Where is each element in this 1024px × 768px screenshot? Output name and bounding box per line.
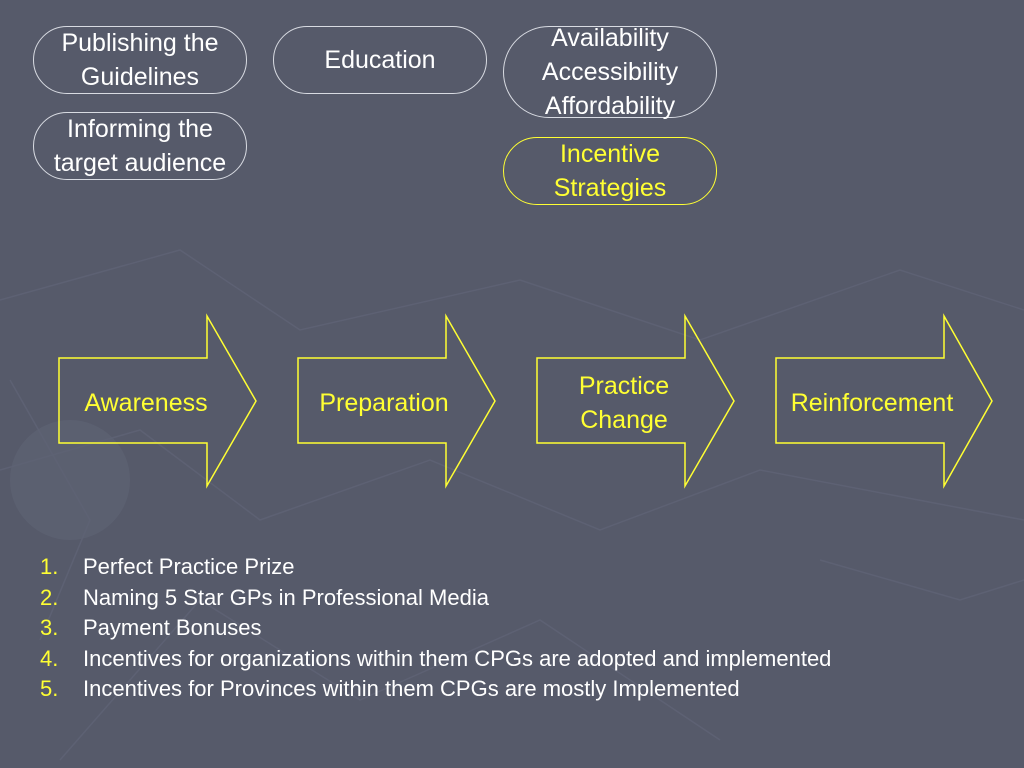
list-number: 3.: [40, 615, 59, 640]
oval-informing-audience: Informing the target audience: [33, 112, 247, 180]
list-text: Payment Bonuses: [83, 615, 262, 640]
oval-informing-audience-text: Informing the target audience: [53, 115, 227, 177]
list-number: 1.: [40, 554, 59, 579]
oval-education: Education: [273, 26, 487, 94]
oval-availability-text: Availability Accessibility Affordability: [541, 24, 679, 120]
list-text: Incentives for Provinces within them CPG…: [83, 676, 740, 701]
arrow-practice-change: [536, 313, 735, 489]
list-item: 1. Perfect Practice Prize: [40, 552, 831, 583]
list-text: Incentives for organizations within them…: [83, 645, 832, 671]
oval-incentive-strategies-text: Incentive Strategies: [553, 140, 667, 202]
oval-availability: Availability Accessibility Affordability: [503, 24, 717, 120]
arrow-reinforcement: [775, 313, 993, 489]
list-number: 5.: [40, 676, 59, 701]
arrow-awareness: [58, 313, 257, 489]
list-text: Naming 5 Star GPs in Professional Media: [83, 584, 489, 610]
list-item: 5. Incentives for Provinces within them C…: [40, 674, 831, 705]
oval-publishing-guidelines: Publishing the Guidelines: [33, 26, 247, 94]
oval-incentive-strategies: Incentive Strategies: [503, 137, 717, 205]
list-number: 4.: [40, 645, 59, 671]
oval-publishing-guidelines-text: Publishing the Guidelines: [61, 29, 219, 91]
stage-label-practice-change: Practice Change: [578, 372, 670, 434]
incentive-list: 1. Perfect Practice Prize 2. Naming 5 Star…: [40, 552, 831, 705]
list-item: 4. Incentives for organizations within th…: [40, 644, 831, 675]
stage-label-preparation: Preparation: [319, 389, 449, 417]
list-item: 2. Naming 5 Star GPs in Professional Medi…: [40, 583, 831, 614]
oval-education-text: Education: [324, 46, 436, 74]
arrow-preparation: [297, 313, 496, 489]
list-item: 3. Payment Bonuses: [40, 613, 831, 644]
stage-label-awareness: Awareness: [84, 389, 208, 417]
stage-label-reinforcement: Reinforcement: [790, 389, 954, 417]
list-text: Perfect Practice Prize: [83, 554, 295, 579]
list-number: 2.: [40, 584, 59, 610]
